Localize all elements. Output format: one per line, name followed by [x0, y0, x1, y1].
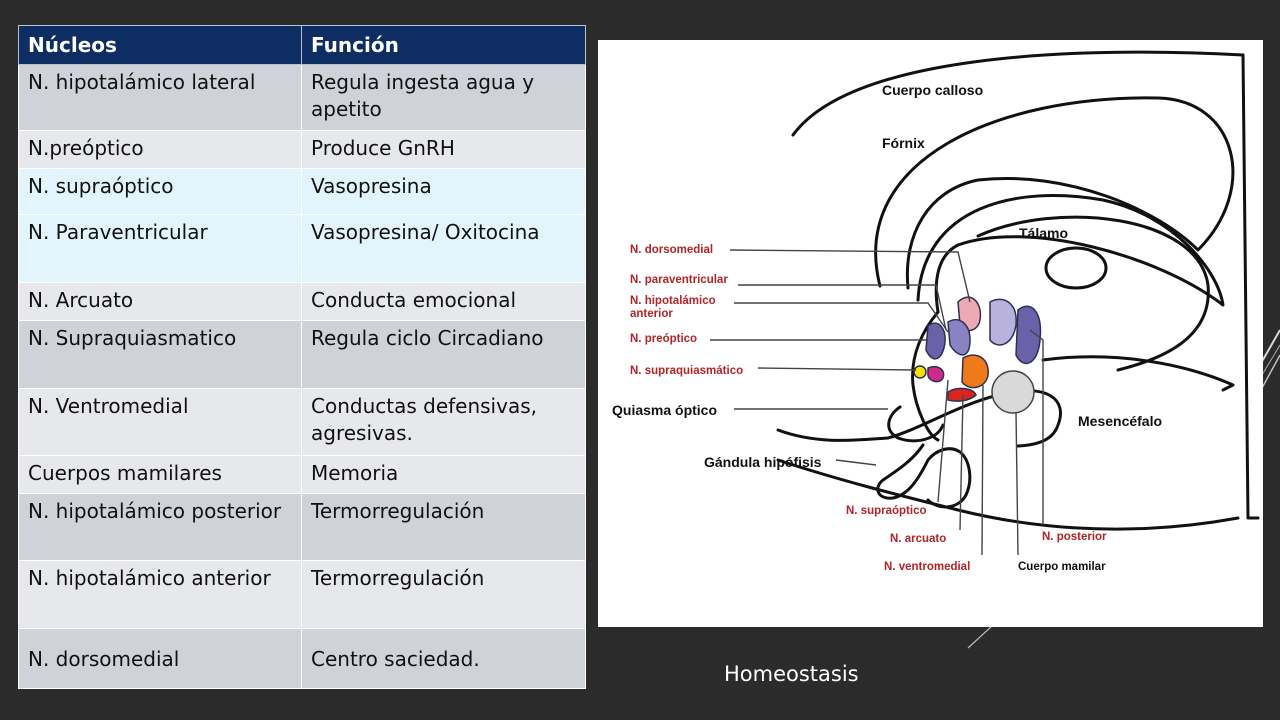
table-row: N. hipotalámico posterior Termorregulaci…: [18, 493, 586, 561]
nucleus-cell: N. dorsomedial: [18, 628, 302, 689]
pituitary-outline: [876, 443, 972, 509]
function-cell: Termorregulación: [301, 493, 586, 561]
function-cell: Regula ciclo Circadiano: [301, 320, 586, 389]
nucleus-cell: N. hipotalámico lateral: [18, 64, 302, 131]
nuclei-function-table: Núcleos Función N. hipotalámico lateral …: [18, 25, 586, 689]
label-hipotalamico-anterior-1: N. hipotalámico: [630, 295, 716, 307]
label-paraventricular: N. paraventricular: [630, 274, 728, 286]
thalamus-outline: [976, 215, 1210, 372]
nucleus-cell: N. hipotalámico posterior: [18, 493, 302, 561]
table-row: N. Arcuato Conducta emocional: [18, 282, 586, 321]
optic-chiasm-outline: [887, 405, 945, 443]
function-cell: Conductas defensivas, agresivas.: [301, 388, 586, 456]
label-arcuato: N. arcuato: [890, 533, 946, 545]
suprachiasmatic-nucleus: [927, 366, 945, 383]
function-cell: Produce GnRH: [301, 130, 586, 169]
table-header-row: Núcleos Función: [18, 25, 586, 65]
arcuate-nucleus: [947, 387, 977, 402]
leader-posterior: [1029, 329, 1044, 525]
label-dorsomedial: N. dorsomedial: [630, 244, 713, 256]
leader-paraventricular: [738, 284, 947, 331]
label-preoptico: N. preóptico: [630, 333, 697, 345]
leader-ventromedial: [981, 384, 984, 556]
table-row: N. Ventromedial Conductas defensivas, ag…: [18, 388, 586, 456]
table-row: N. Supraquiasmatico Regula ciclo Circadi…: [18, 320, 586, 389]
paraventricular-nucleus: [989, 298, 1017, 346]
nucleus-cell: N. hipotalámico anterior: [18, 560, 302, 629]
ventromedial-orange-nucleus: [961, 354, 989, 389]
label-cuerpo-mamilar: Cuerpo mamilar: [1018, 561, 1106, 573]
table-row: N. Paraventricular Vasopresina/ Oxitocin…: [18, 214, 586, 283]
table-row: N.preóptico Produce GnRH: [18, 130, 586, 169]
thalamus-mass: [1044, 246, 1108, 290]
label-supraquiasmatico: N. supraquiasmático: [630, 365, 743, 377]
nucleus-cell: N. Ventromedial: [18, 388, 302, 456]
anterior-wall: [911, 310, 940, 442]
outer-cortex-outline: [791, 50, 1245, 137]
nucleus-cell: N.preóptico: [18, 130, 302, 169]
leader-supraoptic: [937, 379, 949, 503]
anterior-hypothalamic-nucleus: [947, 319, 971, 356]
label-fornix: Fórnix: [882, 135, 925, 151]
label-posterior: N. posterior: [1042, 531, 1107, 543]
posterior-boundary: [1241, 53, 1260, 520]
brain-sagittal-drawing: Cuerpo calloso Fórnix Tálamo Quiasma ópt…: [612, 50, 1260, 573]
supraoptic-nucleus: [913, 365, 927, 379]
header-nucleos: Núcleos: [18, 25, 302, 65]
leader-mammillary: [1015, 411, 1019, 556]
table-row: N. hipotalámico anterior Termorregulació…: [18, 560, 586, 629]
slide-caption: Homeostasis: [724, 662, 859, 686]
function-cell: Centro saciedad.: [301, 628, 586, 689]
nucleus-cell: N. Paraventricular: [18, 214, 302, 283]
fornix-outline: [916, 194, 1225, 314]
corpus-callosum-outline: [874, 96, 1235, 290]
nucleus-cell: N. Supraquiasmatico: [18, 320, 302, 389]
nucleus-cell: Cuerpos mamilares: [18, 455, 302, 494]
label-glandula: Gándula hipófisis: [704, 454, 822, 470]
leader-arcuate: [959, 394, 964, 531]
label-hipotalamico-anterior-2: anterior: [630, 308, 673, 320]
function-cell: Vasopresina: [301, 168, 586, 215]
nucleus-cell: N. Arcuato: [18, 282, 302, 321]
label-quiasma: Quiasma óptico: [612, 402, 717, 418]
table-row: Cuerpos mamilares Memoria: [18, 455, 586, 494]
label-mesencefalo: Mesencéfalo: [1078, 413, 1162, 429]
function-cell: Conducta emocional: [301, 282, 586, 321]
label-talamo: Tálamo: [1019, 225, 1068, 241]
function-cell: Regula ingesta agua y apetito: [301, 64, 586, 131]
table-row: N. dorsomedial Centro saciedad.: [18, 628, 586, 689]
label-cuerpo-calloso: Cuerpo calloso: [882, 82, 983, 98]
midbrain-outline: [1041, 355, 1235, 392]
leader-pituitary: [835, 459, 877, 466]
label-supraoptico: N. supraóptico: [846, 505, 927, 517]
table-row: N. hipotalámico lateral Regula ingesta a…: [18, 64, 586, 131]
function-cell: Termorregulación: [301, 560, 586, 629]
mammillary-body: [991, 370, 1035, 414]
nuclei-shapes: [913, 296, 1042, 414]
function-cell: Memoria: [301, 455, 586, 494]
label-ventromedial: N. ventromedial: [884, 561, 970, 573]
header-funcion: Función: [301, 25, 586, 65]
function-cell: Vasopresina/ Oxitocina: [301, 214, 586, 283]
preoptic-nucleus: [925, 322, 946, 360]
hypothalamus-diagram: Cuerpo calloso Fórnix Tálamo Quiasma ópt…: [598, 40, 1263, 627]
table-row: N. supraóptico Vasopresina: [18, 168, 586, 215]
leader-suprachiasmatic: [757, 367, 917, 371]
posterior-nucleus: [1015, 305, 1042, 365]
base-outline: [776, 458, 1240, 531]
leader-anterior: [734, 302, 949, 333]
nucleus-cell: N. supraóptico: [18, 168, 302, 215]
leader-dorsomedial: [729, 249, 971, 303]
